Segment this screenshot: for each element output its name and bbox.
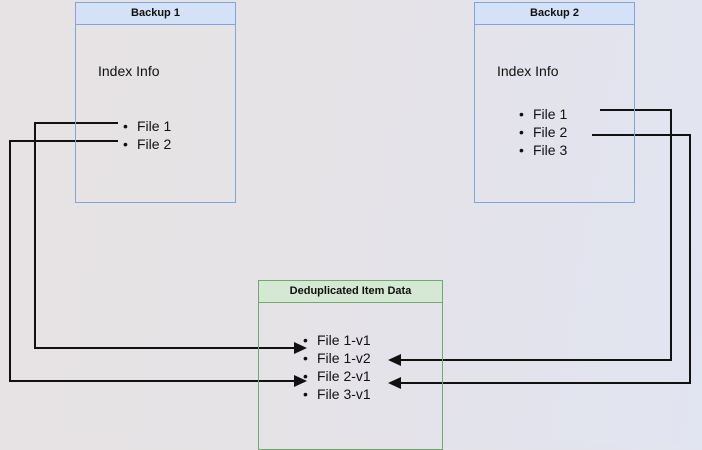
list-item[interactable]: File 2 — [517, 123, 567, 141]
node-backup2-header: Backup 2 — [475, 3, 634, 25]
node-backup1-header: Backup 1 — [76, 3, 235, 25]
node-dedup-file-list: File 1-v1 File 1-v2 File 2-v1 File 3-v1 — [301, 331, 371, 403]
node-backup1-file-list: File 1 File 2 — [121, 117, 171, 153]
node-deduplicated-item-data[interactable]: Deduplicated Item Data File 1-v1 File 1-… — [258, 280, 443, 450]
node-backup2[interactable]: Backup 2 Index Info File 1 File 2 File 3 — [474, 2, 635, 203]
list-item[interactable]: File 3-v1 — [301, 385, 371, 403]
list-item[interactable]: File 1-v2 — [301, 349, 371, 367]
node-backup1[interactable]: Backup 1 Index Info File 1 File 2 — [75, 2, 236, 203]
list-item[interactable]: File 1-v1 — [301, 331, 371, 349]
node-backup2-index-info-label: Index Info — [497, 63, 559, 79]
node-dedup-header: Deduplicated Item Data — [259, 281, 442, 303]
list-item[interactable]: File 2 — [121, 135, 171, 153]
list-item[interactable]: File 1 — [517, 105, 567, 123]
node-backup2-file-list: File 1 File 2 File 3 — [517, 105, 567, 159]
list-item[interactable]: File 3 — [517, 141, 567, 159]
list-item[interactable]: File 1 — [121, 117, 171, 135]
list-item[interactable]: File 2-v1 — [301, 367, 371, 385]
node-backup1-index-info-label: Index Info — [98, 63, 160, 79]
